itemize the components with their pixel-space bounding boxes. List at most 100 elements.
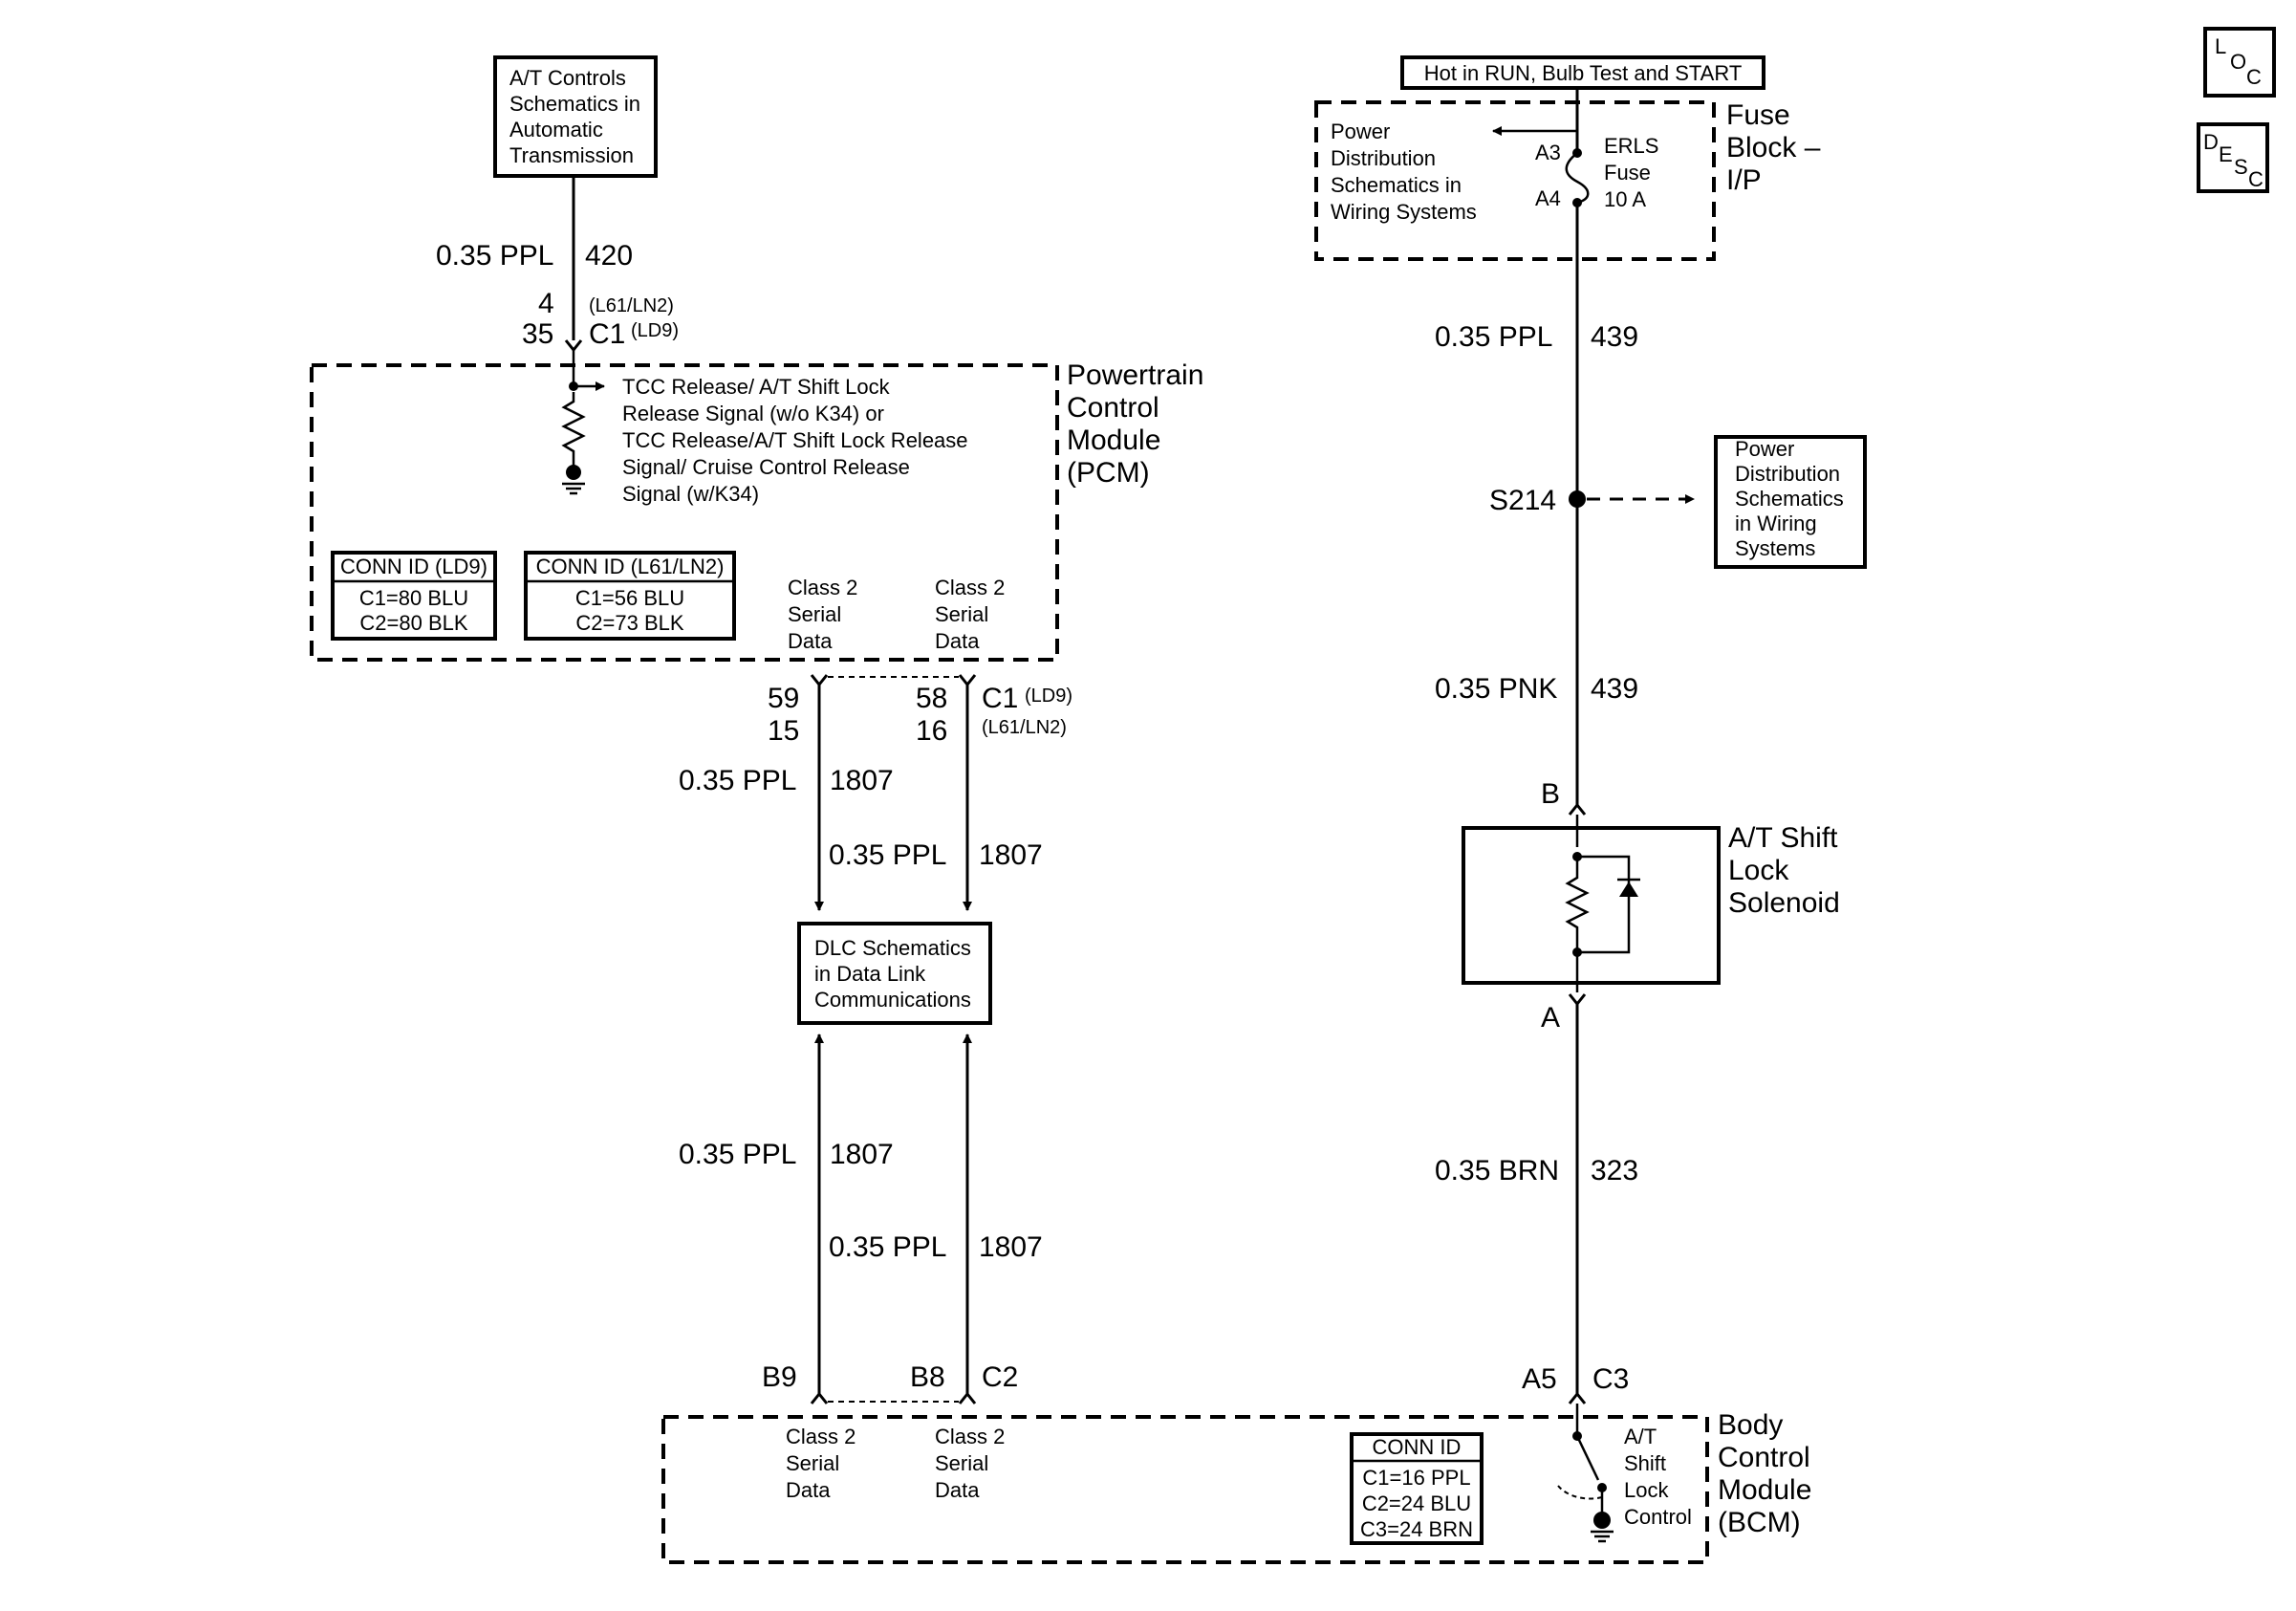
hot-label: Hot in RUN, Bulb Test and START bbox=[1424, 61, 1743, 85]
wire-323-gauge: 0.35 BRN bbox=[1435, 1155, 1559, 1186]
pcm-pin-58-connector bbox=[958, 674, 977, 687]
bcm-class2-left-line-3: Data bbox=[786, 1478, 831, 1502]
bcm-switch-line-4: Control bbox=[1624, 1505, 1692, 1529]
bcm-conn-id-table: CONN ID C1=16 PPL C2=24 BLU C3=24 BRN bbox=[1350, 1432, 1484, 1545]
pcm-conn-id-ln2-table: CONN ID (L61/LN2) C1=56 BLU C2=73 BLK bbox=[524, 551, 736, 641]
dlc-line-2: in Data Link bbox=[814, 962, 926, 986]
wire-1807-lower-left-circuit: 1807 bbox=[830, 1139, 894, 1170]
wire-1807-upper-right-gauge: 0.35 PPL bbox=[829, 839, 946, 871]
bcm-conn-header: CONN ID bbox=[1373, 1435, 1462, 1459]
pcm-class2-right-line-1: Class 2 bbox=[935, 576, 1005, 599]
bcm-conn-row-1: C1=16 PPL bbox=[1362, 1466, 1470, 1490]
pd-ref-line-2: Distribution bbox=[1735, 462, 1840, 486]
fuse-block-ip: Power Distribution Schematics in Wiring … bbox=[1314, 100, 1716, 261]
pcm-pin-35: 35 bbox=[522, 318, 553, 350]
bcm-switch-line-2: Shift bbox=[1624, 1451, 1666, 1475]
wire-1807-upper-right-circuit: 1807 bbox=[979, 839, 1043, 871]
pcm-signal-line-5: Signal (w/K34) bbox=[622, 482, 759, 506]
solenoid-pin-a: A bbox=[1541, 1002, 1560, 1034]
fuse-block-name-line-3: I/P bbox=[1726, 164, 1762, 196]
at-controls-line-2: Schematics in bbox=[509, 92, 640, 116]
pcm-conn-id-ld9-table: CONN ID (LD9) C1=80 BLU C2=80 BLK bbox=[331, 551, 497, 641]
pcm-pin-4-option: (L61/LN2) bbox=[589, 295, 674, 316]
pcm-name-line-2: Control bbox=[1067, 392, 1159, 424]
bcm-class2-right-line-1: Class 2 bbox=[935, 1425, 1005, 1448]
pcm-pin-4: 4 bbox=[538, 288, 554, 319]
solenoid-pin-b-connector bbox=[1568, 802, 1587, 816]
loc-icon-letter-c: C bbox=[2246, 65, 2262, 89]
solenoid-pin-b: B bbox=[1541, 778, 1560, 810]
pcm-lower-option-ln2: (L61/LN2) bbox=[982, 717, 1067, 738]
wire-420-circuit: 420 bbox=[585, 240, 633, 272]
at-controls-line-4: Transmission bbox=[509, 143, 634, 167]
wire-439-upper-circuit: 439 bbox=[1591, 321, 1638, 353]
desc-icon-letter-d: D bbox=[2203, 130, 2219, 154]
bcm-class2-right-line-2: Serial bbox=[935, 1451, 988, 1475]
fuse-label-line-2: Fuse bbox=[1604, 161, 1651, 185]
fuse-pd-line-4: Wiring Systems bbox=[1331, 200, 1477, 224]
pcm-lower-option-ld9: (LD9) bbox=[1025, 686, 1072, 707]
loc-icon[interactable]: L O C bbox=[2203, 27, 2276, 98]
solenoid-box bbox=[1462, 815, 1721, 992]
hot-label-box: Hot in RUN, Bulb Test and START bbox=[1400, 55, 1765, 90]
loc-icon-letter-l: L bbox=[2215, 34, 2226, 58]
pcm-name-line-3: Module bbox=[1067, 425, 1160, 456]
pcm-pin-59-connector bbox=[810, 674, 829, 687]
pd-ref-box: Power Distribution Schematics in Wiring … bbox=[1714, 435, 1867, 569]
pcm-name-line-1: Powertrain bbox=[1067, 359, 1203, 391]
bcm-class2-right-line-3: Data bbox=[935, 1478, 980, 1502]
fuse-label-line-1: ERLS bbox=[1604, 134, 1658, 158]
dlc-ref-box: DLC Schematics in Data Link Communicatio… bbox=[797, 922, 992, 1025]
desc-icon-letter-s: S bbox=[2234, 155, 2248, 179]
bcm-name-line-1: Body bbox=[1718, 1409, 1783, 1441]
bcm-switch-line-1: A/T bbox=[1624, 1425, 1657, 1448]
pcm-lower-connector-c1: C1 bbox=[982, 683, 1018, 714]
pcm-signal-line-4: Signal/ Cruise Control Release bbox=[622, 455, 910, 479]
pcm-pin-15: 15 bbox=[768, 715, 799, 747]
splice-s214-label: S214 bbox=[1489, 485, 1556, 516]
wire-439-upper-gauge: 0.35 PPL bbox=[1435, 321, 1552, 353]
pcm-class2-left-line-1: Class 2 bbox=[788, 576, 857, 599]
wire-420-gauge: 0.35 PPL bbox=[436, 240, 553, 272]
solenoid-name-line-2: Lock bbox=[1728, 855, 1789, 886]
bcm-name-line-3: Module bbox=[1718, 1474, 1811, 1506]
solenoid-pin-a-connector bbox=[1568, 993, 1587, 1007]
fuse-pd-line-3: Schematics in bbox=[1331, 173, 1462, 197]
pcm-conn-ld9-row-2: C2=80 BLK bbox=[359, 611, 467, 635]
pcm-connector-c1: C1 bbox=[589, 318, 625, 350]
pcm-class2-left-line-3: Data bbox=[788, 629, 833, 653]
bcm-conn-row-2: C2=24 BLU bbox=[1362, 1491, 1471, 1515]
bcm-module: Class 2 Serial Data Class 2 Serial Data … bbox=[661, 1404, 1709, 1564]
at-controls-ref-box: A/T Controls Schematics in Automatic Tra… bbox=[493, 55, 658, 178]
pcm-module: Powertrain Control Module (PCM) TCC Rele… bbox=[310, 350, 1203, 662]
bcm-conn-row-3: C3=24 BRN bbox=[1360, 1517, 1473, 1541]
wire-1807-lower-left-gauge: 0.35 PPL bbox=[679, 1139, 796, 1170]
pcm-pin-58: 58 bbox=[916, 683, 947, 714]
bcm-name-line-4: (BCM) bbox=[1718, 1507, 1801, 1538]
bcm-pin-b8-connector bbox=[958, 1391, 977, 1404]
pcm-conn-ld9-header: CONN ID (LD9) bbox=[340, 555, 487, 578]
pcm-signal-line-1: TCC Release/ A/T Shift Lock bbox=[622, 375, 891, 399]
fuse-block-name-line-1: Fuse bbox=[1726, 99, 1790, 131]
wire-439-lower-circuit: 439 bbox=[1591, 673, 1638, 705]
bcm-name-line-2: Control bbox=[1718, 1442, 1810, 1473]
pcm-connector-symbol bbox=[564, 339, 583, 353]
fuse-pd-line-2: Distribution bbox=[1331, 146, 1436, 170]
fuse-pd-line-1: Power bbox=[1331, 120, 1390, 143]
bcm-connector-c2: C2 bbox=[982, 1361, 1018, 1393]
bcm-switch-line-3: Lock bbox=[1624, 1478, 1669, 1502]
pcm-class2-right-line-3: Data bbox=[935, 629, 980, 653]
wire-323-circuit: 323 bbox=[1591, 1155, 1638, 1186]
fuse-block-name-line-2: Block – bbox=[1726, 132, 1821, 163]
at-controls-line-3: Automatic bbox=[509, 118, 603, 142]
desc-icon[interactable]: D E S C bbox=[2197, 122, 2269, 193]
wire-1807-lower-right-circuit: 1807 bbox=[979, 1231, 1043, 1263]
bcm-pin-b8: B8 bbox=[910, 1361, 945, 1393]
fuse-label-line-3: 10 A bbox=[1604, 187, 1646, 211]
splice-s214-dot bbox=[1569, 490, 1586, 508]
pcm-signal-line-2: Release Signal (w/o K34) or bbox=[622, 402, 884, 425]
dlc-line-3: Communications bbox=[814, 988, 971, 1012]
pcm-class2-right-line-2: Serial bbox=[935, 602, 988, 626]
wire-1807-upper-left-gauge: 0.35 PPL bbox=[679, 765, 796, 796]
